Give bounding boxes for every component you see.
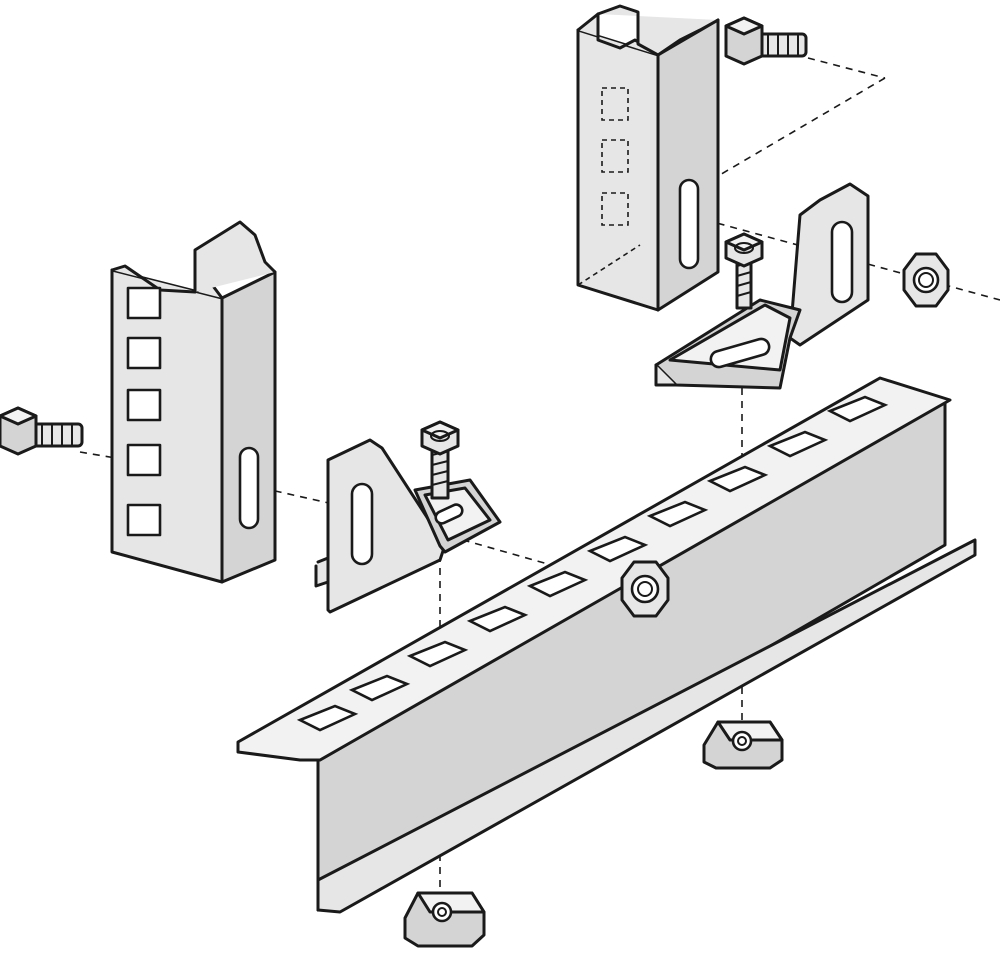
mounting-bracket-left [314, 438, 502, 614]
bracket-left-slot [350, 482, 374, 566]
upright-right-holes [601, 87, 629, 226]
slotted-support-rail [236, 376, 977, 914]
rail-slots [296, 395, 889, 732]
hex-nut-right [902, 252, 950, 308]
screw-top [724, 16, 808, 66]
bracket-right-plate-slot [709, 337, 771, 369]
bracket-right-slot [830, 220, 854, 304]
screw-left [0, 406, 84, 456]
upright-right-slot [678, 178, 700, 270]
cage-nut-right [702, 720, 784, 770]
rack-upright-right [576, 4, 720, 312]
cage-nut-left [403, 891, 486, 948]
mounting-bracket-right [654, 182, 870, 390]
bolt-bracket-right [724, 232, 764, 310]
bracket-left-plate-slot [434, 503, 464, 525]
upright-left-holes [126, 286, 162, 537]
hex-nut-center [620, 560, 670, 618]
rack-upright-left [110, 220, 277, 584]
bolt-bracket-left [420, 420, 460, 500]
upright-left-slot [238, 446, 260, 530]
